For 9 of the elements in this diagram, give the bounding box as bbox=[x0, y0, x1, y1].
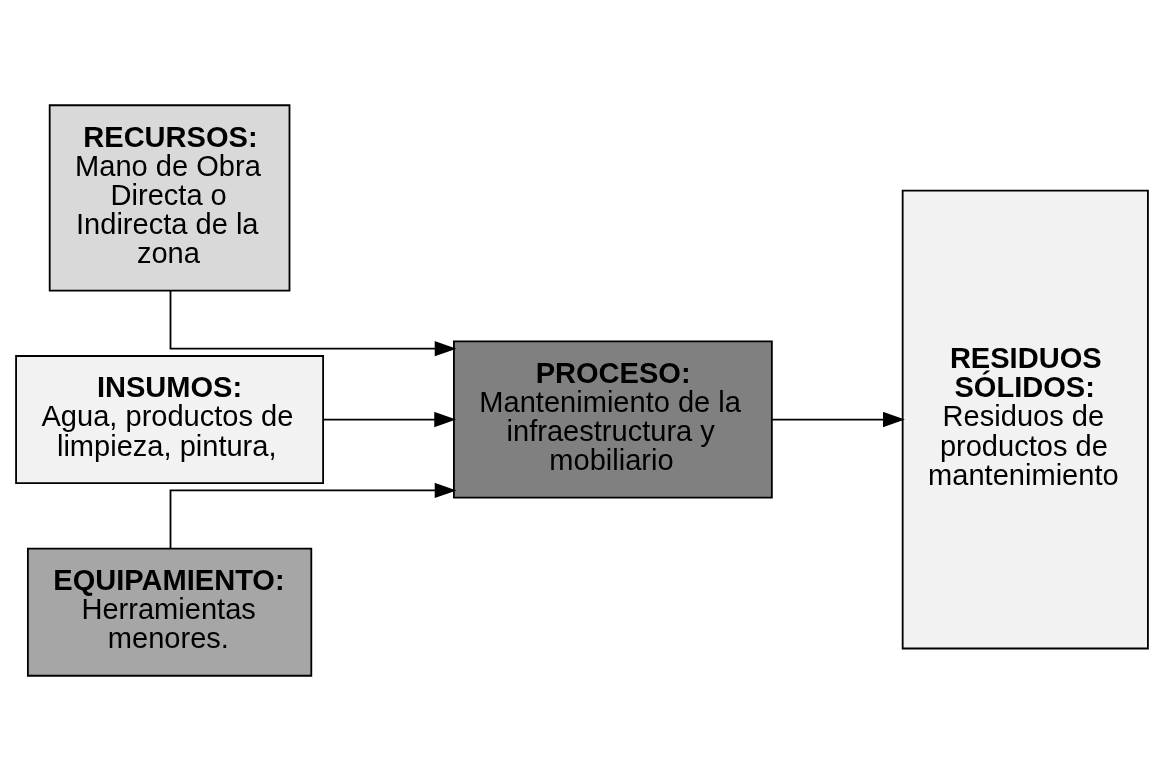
arrow bbox=[322, 411, 457, 427]
node-box: EQUIPAMIENTO: Herramientas menores. bbox=[27, 547, 313, 677]
node-box: INSUMOS: Agua, productos de limpieza, pintura, bbox=[15, 354, 325, 484]
node-box: PROCESO: Mantenimiento de la infraestructura y mobiliario bbox=[453, 340, 773, 499]
node-box: RESIDUOS SÓLIDOS: Residuos de productos de mantenimiento bbox=[901, 189, 1149, 649]
arrow bbox=[169, 289, 457, 356]
arrow bbox=[169, 482, 457, 549]
node-box: RECURSOS: Mano de Obra Directa o Indirecta de la zona bbox=[48, 103, 291, 291]
arrow bbox=[771, 411, 905, 427]
